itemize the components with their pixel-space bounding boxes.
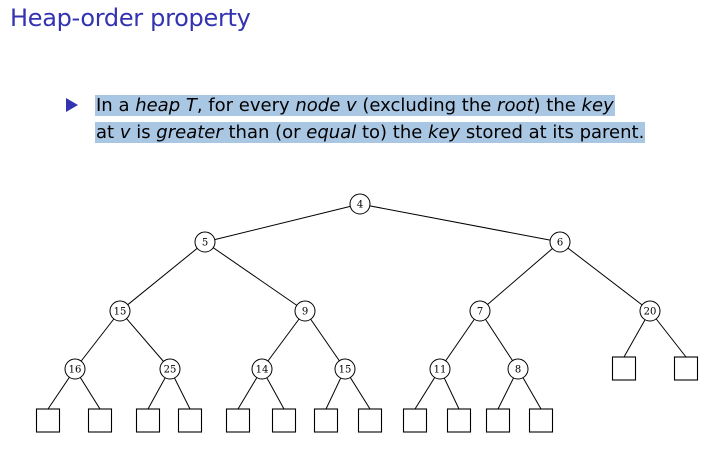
text-run-italic: root xyxy=(497,95,534,116)
empty-leaf-box xyxy=(446,408,472,433)
tree-edge xyxy=(261,310,306,370)
text-run: than (or xyxy=(222,122,307,143)
heap-node: 5 xyxy=(194,231,216,253)
heap-node-key: 15 xyxy=(339,365,352,376)
heap-node-key: 8 xyxy=(515,365,521,376)
heap-node-circle xyxy=(334,358,356,380)
heap-node-circle xyxy=(109,300,131,322)
bullet-triangle-icon xyxy=(66,98,78,112)
text-run-italic: heap T xyxy=(135,95,197,116)
heap-node-circle xyxy=(549,231,571,253)
text-run-italic: node v xyxy=(295,95,357,116)
heap-node-circle xyxy=(251,358,273,380)
heap-node-key: 14 xyxy=(256,365,269,376)
tree-edge xyxy=(119,310,171,370)
heap-node-key: 20 xyxy=(644,307,657,318)
heap-node: 7 xyxy=(469,300,491,322)
bullet-line-1: In a heap T, for every node v (excluding… xyxy=(95,92,685,119)
heap-node: 4 xyxy=(349,193,371,215)
tree-edge xyxy=(479,310,519,370)
heap-node-circle xyxy=(639,300,661,322)
heap-node: 25 xyxy=(159,358,181,380)
tree-edge xyxy=(439,310,481,370)
text-run-italic: equal xyxy=(306,122,357,143)
tree-edge xyxy=(559,241,651,312)
bullet-text: In a heap T, for every node v (excluding… xyxy=(95,92,685,146)
tree-nodes: 4 5 6 15 9 7 20 16 25 14 15 11 8 xyxy=(64,193,661,380)
heap-node-circle xyxy=(159,358,181,380)
heap-node-key: 6 xyxy=(557,238,563,249)
heap-node-key: 9 xyxy=(302,307,308,318)
heap-node-circle xyxy=(429,358,451,380)
tree-edge xyxy=(119,241,206,312)
bullet-line-2: at v is greater than (or equal to) the k… xyxy=(95,119,685,146)
tree-empty-leaves xyxy=(35,356,699,433)
heap-node-circle xyxy=(349,193,371,215)
heap-node: 9 xyxy=(294,300,316,322)
text-run-italic: v xyxy=(119,122,131,143)
tree-edges xyxy=(47,203,687,410)
empty-leaf-box xyxy=(402,408,428,433)
tree-edge xyxy=(74,310,121,370)
text-run-italic: greater xyxy=(156,122,223,143)
text-run: is xyxy=(130,122,157,143)
heap-node-circle xyxy=(507,358,529,380)
heap-node-key: 11 xyxy=(434,365,447,376)
slide-title: Heap-order property xyxy=(10,4,251,32)
heap-node: 14 xyxy=(251,358,273,380)
heap-node-key: 15 xyxy=(114,307,127,318)
heap-node: 15 xyxy=(109,300,131,322)
empty-leaf-box xyxy=(357,408,383,433)
heap-node: 20 xyxy=(639,300,661,322)
empty-leaf-box xyxy=(611,356,637,381)
heap-node: 16 xyxy=(64,358,86,380)
heap-node-circle xyxy=(469,300,491,322)
heap-node-key: 25 xyxy=(164,365,177,376)
text-run: to) the xyxy=(356,122,429,143)
heap-node-key: 7 xyxy=(477,307,483,318)
text-run-italic: key xyxy=(428,122,461,143)
empty-leaf-box xyxy=(35,408,61,433)
empty-leaf-box xyxy=(271,408,297,433)
text-run-italic: key xyxy=(581,95,614,116)
heap-node-circle xyxy=(194,231,216,253)
text-run: ) the xyxy=(533,95,582,116)
heap-node: 8 xyxy=(507,358,529,380)
empty-leaf-box xyxy=(528,408,554,433)
text-run: , for every xyxy=(196,95,296,116)
heap-node: 6 xyxy=(549,231,571,253)
heap-node: 15 xyxy=(334,358,356,380)
text-run: In a xyxy=(96,95,136,116)
heap-node: 11 xyxy=(429,358,451,380)
empty-leaf-box xyxy=(673,356,699,381)
tree-edge xyxy=(304,310,346,370)
tree-edge xyxy=(204,241,306,312)
heap-node-key: 4 xyxy=(357,200,363,211)
empty-leaf-box xyxy=(87,408,113,433)
empty-leaf-box xyxy=(225,408,251,433)
text-run: stored at its parent. xyxy=(460,122,645,143)
empty-leaf-box xyxy=(313,408,339,433)
tree-edge xyxy=(204,203,361,243)
empty-leaf-box xyxy=(177,408,203,433)
tree-edge xyxy=(479,241,561,312)
tree-edge xyxy=(359,203,561,243)
heap-node-circle xyxy=(64,358,86,380)
text-run: at xyxy=(96,122,120,143)
heap-node-key: 16 xyxy=(69,365,82,376)
text-run: (excluding the xyxy=(356,95,498,116)
heap-node-key: 5 xyxy=(202,238,208,249)
empty-leaf-box xyxy=(135,408,161,433)
heap-node-circle xyxy=(294,300,316,322)
empty-leaf-box xyxy=(485,408,511,433)
